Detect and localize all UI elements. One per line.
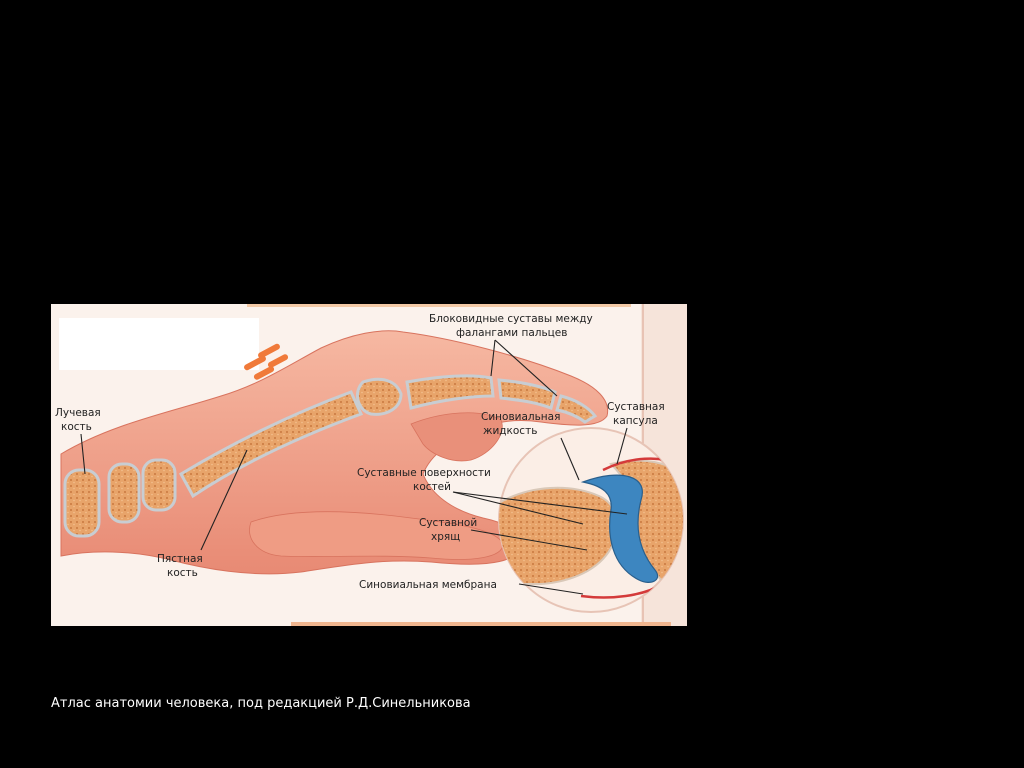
label-metacarpal-2: кость — [167, 567, 198, 579]
label-cartilage-1: Суставной — [419, 517, 477, 529]
carpal-bone-1 — [107, 462, 141, 524]
radius-bone — [63, 468, 101, 538]
label-capsule-2: капсула — [613, 415, 658, 427]
label-cartilage-2: хрящ — [431, 531, 460, 543]
leader-lines — [80, 339, 628, 595]
label-metacarpal-1: Пястная — [157, 553, 203, 565]
thumb — [249, 511, 504, 560]
label-hinge-joints-2: фалангами пальцев — [456, 327, 567, 339]
hand-joint-illustration: Блоковидные суставы между фалангами паль… — [51, 304, 687, 626]
label-synovial-fluid-2: жидкость — [483, 425, 537, 437]
label-surfaces-1: Суставные поверхности — [357, 467, 491, 479]
source-caption: Атлас анатомии человека, под редакцией Р… — [51, 696, 471, 711]
bottom-edge-fragment — [291, 622, 671, 626]
label-synovial-fluid-1: Синовиальная — [481, 411, 560, 423]
top-edge-fragment — [247, 304, 631, 307]
synovial-fluid — [580, 474, 659, 583]
proximal-phalanx — [405, 374, 495, 410]
distal-phalanx — [555, 394, 598, 424]
joint-magnification — [498, 427, 684, 613]
curled-fingers — [410, 412, 503, 462]
middle-phalanx — [497, 378, 557, 410]
label-radius-2: кость — [61, 421, 92, 433]
metacarpal-bone — [178, 390, 364, 499]
carpal-bone-2 — [141, 458, 177, 512]
blank-area — [59, 318, 259, 370]
accent-marks — [244, 343, 289, 380]
bone-chain — [63, 374, 598, 538]
anatomy-diagram: Блоковидные суставы между фалангами паль… — [51, 304, 687, 626]
label-hinge-joints-1: Блоковидные суставы между — [429, 313, 593, 325]
label-radius-1: Лучевая — [55, 407, 101, 419]
label-synovial-membrane: Синовиальная мембрана — [359, 579, 497, 591]
label-capsule-1: Суставная — [607, 401, 665, 413]
label-surfaces-2: костей — [413, 481, 451, 493]
metacarpal-head — [355, 377, 403, 416]
